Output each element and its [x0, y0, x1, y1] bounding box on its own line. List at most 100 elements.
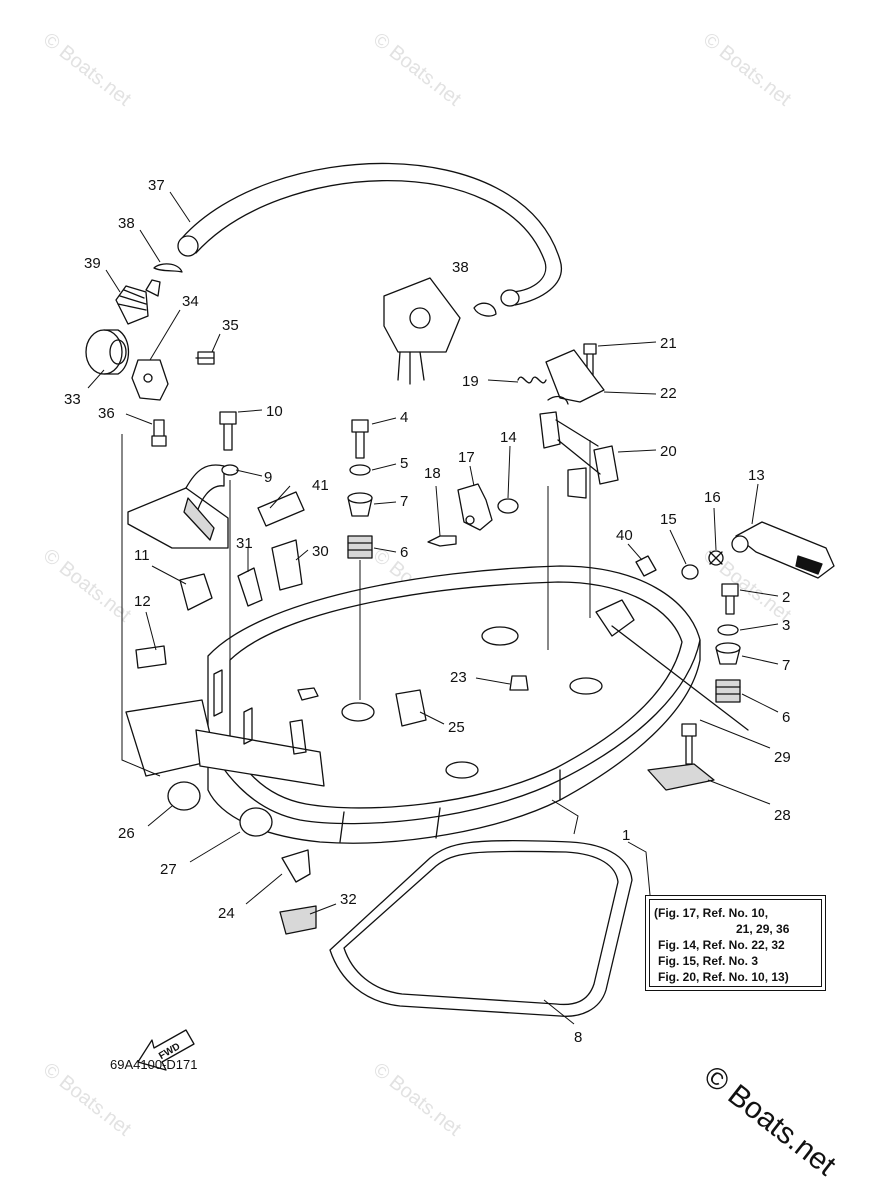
callout-number: 23 [450, 669, 467, 686]
leader-line [145, 611, 157, 651]
callout-number: 17 [458, 449, 475, 466]
bracket-part [131, 359, 169, 401]
callout-number: 2 [782, 589, 790, 606]
note-line: Fig. 15, Ref. No. 3 [658, 954, 759, 968]
grommet-part [279, 905, 317, 935]
leader-line [617, 449, 657, 453]
watermark: © Boats.net [39, 545, 135, 627]
leader-line [373, 501, 397, 505]
hose-clip [473, 302, 497, 317]
leader-line [419, 711, 445, 725]
label-part [257, 491, 305, 527]
leader-line [237, 409, 263, 413]
leader-line [125, 413, 153, 425]
leader-line [87, 369, 105, 389]
label-part [635, 555, 657, 577]
callout-number: 39 [84, 255, 101, 272]
callout-number: 13 [748, 467, 765, 484]
callout-number: 3 [782, 617, 790, 634]
grommet-part [167, 781, 201, 811]
callout-number: 10 [266, 403, 283, 420]
leader-line [507, 445, 511, 499]
callout-number: 29 [774, 749, 791, 766]
exploded-view-drawing [85, 162, 835, 1071]
leader-line [475, 677, 511, 685]
grommet-part [715, 679, 741, 703]
callout-number: 41 [312, 477, 329, 494]
fitting-housing [85, 329, 130, 375]
callout-number: 32 [340, 891, 357, 908]
copyright-watermark: © Boats.net [698, 1060, 843, 1183]
leader-line [751, 483, 759, 525]
callout-number: 5 [400, 455, 408, 472]
leader-line [371, 463, 397, 471]
collar-part [497, 498, 519, 514]
reference-note-box: (Fig. 17, Ref. No. 10, 21, 29, 36 Fig. 1… [645, 895, 826, 991]
leader-line [603, 391, 657, 395]
drain-part [395, 689, 427, 727]
fwd-arrow [137, 1029, 195, 1071]
leader-line [189, 831, 241, 863]
callout-number: 38 [452, 259, 469, 276]
leader-lines [87, 191, 779, 1025]
leader-line [309, 903, 337, 915]
spring-part [517, 376, 547, 384]
callout-number: 33 [64, 391, 81, 408]
leader-line [707, 779, 771, 805]
leader-line [235, 469, 263, 477]
leader-line [741, 693, 779, 713]
leader-line [487, 379, 519, 383]
callout-number: 15 [660, 511, 677, 528]
grommet-ridges [715, 686, 741, 695]
callout-number: 9 [264, 469, 272, 486]
callout-number: 6 [400, 544, 408, 561]
bolt-part [219, 411, 237, 451]
washer-part [717, 624, 739, 636]
callout-number: 35 [222, 317, 239, 334]
lever-part [731, 521, 835, 579]
grommet-part [681, 564, 699, 580]
leader-line [713, 507, 717, 551]
callout-number: 6 [782, 709, 790, 726]
seal-ring [329, 839, 633, 1017]
diagram-code: 69A4100-D171 [110, 1057, 198, 1072]
lever-bracket [127, 464, 239, 549]
plate-part [135, 645, 167, 669]
note-line: Fig. 14, Ref. No. 22, 32 [658, 938, 785, 952]
bracket-hole [143, 373, 153, 383]
callout-number: 7 [400, 493, 408, 510]
callout-number: 36 [98, 405, 115, 422]
note-line: 21, 29, 36 [736, 922, 790, 936]
bolt-part [151, 419, 167, 447]
watermark: © Boats.net [369, 29, 465, 111]
watermark: © Boats.net [699, 29, 795, 111]
callout-number: 20 [660, 443, 677, 460]
hose-end [500, 289, 520, 307]
washer-part [349, 464, 371, 476]
leader-line [699, 719, 771, 749]
callout-number: 11 [134, 547, 150, 564]
callout-number: 16 [704, 489, 721, 506]
shaft-part [611, 625, 749, 731]
leader-line [269, 485, 291, 509]
bracket-hole [465, 515, 475, 525]
callout-number: 12 [134, 593, 151, 610]
callout-number: 22 [660, 385, 677, 402]
callout-number: 27 [160, 861, 177, 878]
hose-fitting [115, 279, 161, 325]
watermark: © Boats.net [39, 29, 135, 111]
note-line: Fig. 20, Ref. No. 10, 13) [658, 970, 789, 984]
callout-number: 14 [500, 429, 517, 446]
callout-number: 7 [782, 657, 790, 674]
leader-line [739, 623, 779, 631]
callout-number: 28 [774, 807, 791, 824]
plug-part [179, 573, 213, 611]
bolt-part [351, 419, 369, 459]
hose-part [181, 162, 563, 306]
throttle-bracket [457, 483, 493, 531]
grommet-part [281, 849, 311, 883]
callout-number: 25 [448, 719, 465, 736]
callout-number: 26 [118, 825, 135, 842]
bolt-part [427, 535, 457, 547]
